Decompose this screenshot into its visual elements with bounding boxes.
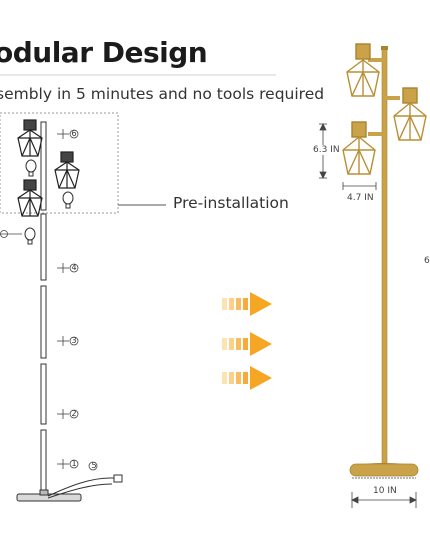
step-markers xyxy=(57,129,79,469)
arrow-icon-1 xyxy=(222,292,272,316)
arrow-icon-2 xyxy=(222,332,272,356)
brass-shade-right xyxy=(393,87,427,141)
step-number-1: 1 xyxy=(71,459,77,468)
brass-shade-left xyxy=(342,121,376,175)
dimension-lines xyxy=(319,123,417,508)
brass-shade-top xyxy=(346,43,380,97)
exploded-pole xyxy=(40,121,47,491)
section-subheading: sembly in 5 minutes and no tools require… xyxy=(0,85,325,103)
step-number-6: 6 xyxy=(71,129,77,138)
shade-width-label: 4.7 IN xyxy=(347,193,374,203)
base-width-label: 10 IN xyxy=(373,486,397,496)
shade-height-label: 6.3 IN xyxy=(313,145,340,155)
step-number-4: 4 xyxy=(71,263,77,272)
step-number-3: 3 xyxy=(71,336,77,345)
section-heading: odular Design xyxy=(0,36,208,69)
assembled-lamp xyxy=(349,46,419,477)
arrow-icon-3 xyxy=(222,366,272,390)
bulb-icons xyxy=(24,159,74,245)
left-shade-1 xyxy=(17,119,43,157)
pre-installed-box xyxy=(0,112,119,214)
height-edge-label: 6 xyxy=(424,256,430,266)
left-shade-2 xyxy=(54,151,80,189)
step-number-5: 5 xyxy=(91,461,97,470)
pre-installation-label: Pre-installation xyxy=(173,194,289,212)
step-number-2: 2 xyxy=(71,409,77,418)
exploded-base xyxy=(16,474,123,502)
left-shade-3 xyxy=(17,179,43,217)
